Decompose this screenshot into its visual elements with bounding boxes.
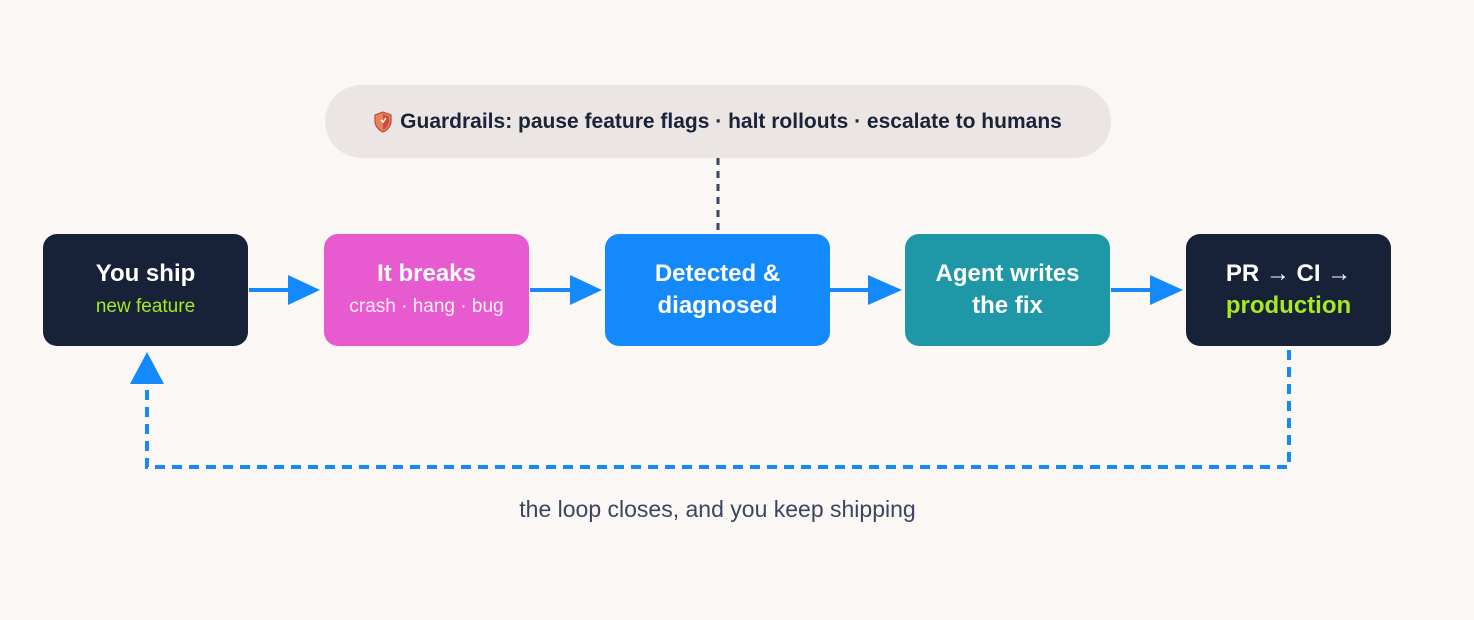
guardrails-banner: Guardrails: pause feature flags · halt r…: [325, 85, 1111, 158]
flow-arrow-3: [830, 275, 902, 305]
step-title-line2: production: [1225, 292, 1352, 319]
step-title: It breaks: [377, 260, 476, 287]
step-it-breaks: It breaks crash · hang · bug: [324, 234, 529, 346]
flow-arrow-1: [249, 275, 320, 305]
step-subtitle: crash · hang · bug: [349, 296, 504, 317]
step-title-line1: Agent writes: [935, 260, 1080, 287]
step-production: PR → CI → production: [1186, 234, 1391, 346]
step-title-line1: Detected &: [654, 260, 781, 287]
step-title-line2: the fix: [972, 292, 1043, 319]
step-title-line2: diagnosed: [657, 292, 778, 319]
flow-arrow-4: [1111, 275, 1183, 305]
step-title: You ship: [95, 260, 196, 287]
flow-arrow-2: [530, 275, 602, 305]
guardrails-text: Guardrails: pause feature flags · halt r…: [400, 109, 1062, 133]
step-agent-writes-fix: Agent writes the fix: [905, 234, 1110, 346]
shield-icon: [374, 110, 392, 133]
step-you-ship: You ship new feature: [43, 234, 248, 346]
loop-caption: the loop closes, and you keep shipping: [519, 496, 916, 522]
loop-back-arrow: [130, 350, 1291, 469]
step-title-line1: PR → CI →: [1225, 260, 1352, 287]
step-subtitle: new feature: [95, 296, 196, 317]
step-detected-diagnosed: Detected & diagnosed: [605, 234, 830, 346]
